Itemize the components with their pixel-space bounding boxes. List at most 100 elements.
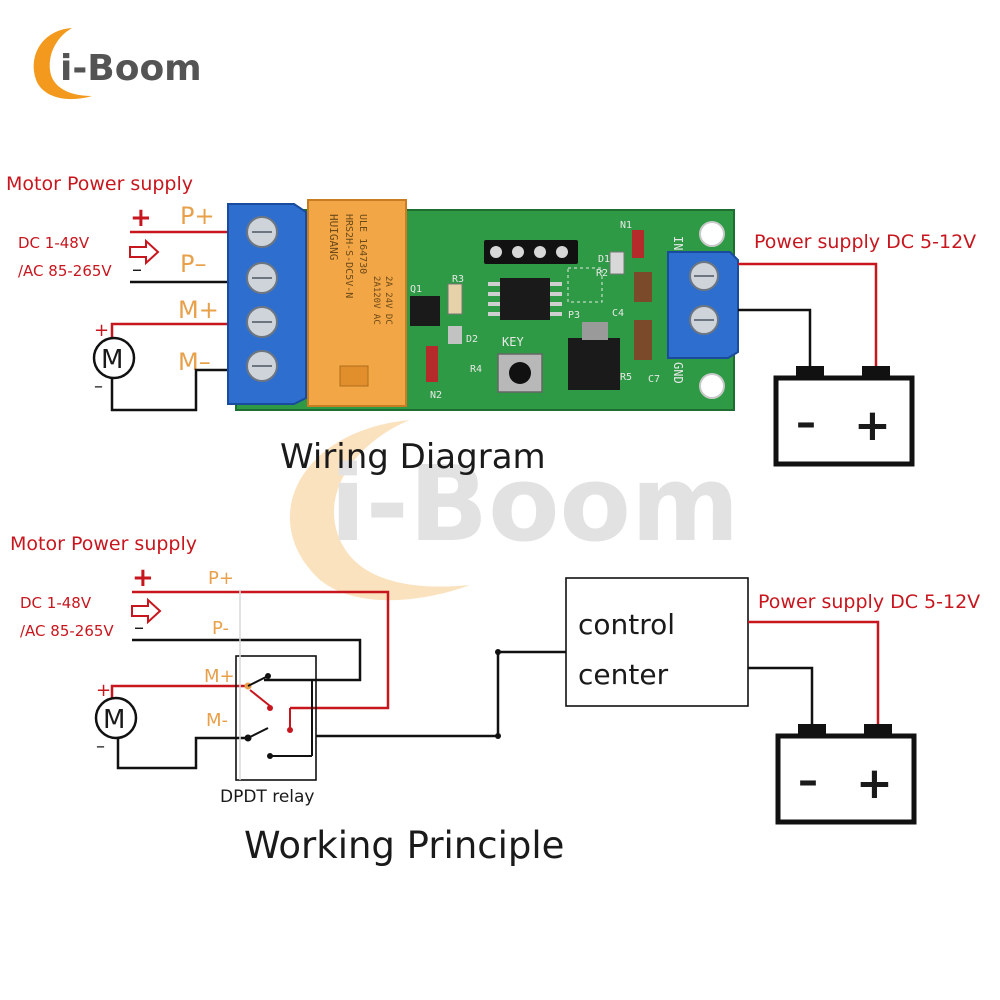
- relay-component: HUIGANG HRS2H-S-DC5V-N ULE 164730 2A120V…: [307, 199, 407, 407]
- direction-arrow-icon: [131, 597, 162, 625]
- p-minus-wire-2: [132, 638, 362, 682]
- mount-hole-icon: [699, 221, 725, 247]
- voltage-regulator: [568, 322, 620, 390]
- battery-plus: +: [854, 400, 891, 451]
- battery-minus-2: –: [798, 758, 818, 804]
- gnd-label: GND: [671, 362, 685, 384]
- motor-icon: M: [92, 336, 136, 380]
- p-plus-wire-2: [132, 590, 390, 710]
- working-principle-section: Motor Power supply + P+ DC 1-48V /AC 85-…: [10, 533, 980, 867]
- relay-text-line4: 2A120V AC: [371, 276, 381, 325]
- part-label: Q1: [410, 284, 422, 295]
- capacitor: [634, 320, 652, 360]
- dc-label: DC 1-48V: [18, 234, 90, 252]
- ac-label-2: /AC 85-265V: [20, 622, 114, 640]
- motor-terminal-block: [227, 203, 307, 405]
- terminal-p-minus: P–: [180, 250, 206, 278]
- screw-icon: [689, 305, 719, 335]
- battery-minus: –: [796, 400, 816, 446]
- part-label: R2: [596, 268, 608, 279]
- direction-arrow-icon: [129, 238, 160, 266]
- m-minus-wire: [110, 368, 240, 412]
- led-d1: [609, 251, 625, 275]
- part-label: R4: [470, 364, 482, 375]
- ac-label: /AC 85-265V: [18, 262, 112, 280]
- wiring-section: Motor Power supply + P+ DC 1-48V /AC 85-…: [6, 173, 976, 477]
- led-d2: [448, 326, 462, 344]
- motor-minus: –: [94, 376, 103, 397]
- relay-text-line1: HUIGANG: [327, 214, 340, 260]
- watermark: i-Boom: [289, 420, 739, 601]
- part-label: N1: [620, 220, 632, 231]
- battery-icon: [773, 366, 915, 467]
- part-label: P3: [568, 310, 580, 321]
- screw-icon: [246, 262, 278, 294]
- transistor-q1: [410, 296, 440, 326]
- m-plus-wire: [110, 322, 240, 340]
- capacitor-c4: [634, 272, 652, 302]
- motor-plus-2: +: [96, 680, 111, 701]
- logo-text: i-Boom: [60, 48, 202, 89]
- part-label: D2: [466, 334, 478, 345]
- diode: [426, 346, 438, 382]
- part-label: R5: [620, 372, 632, 383]
- working-principle-title: Working Principle: [244, 824, 564, 867]
- terminal-m-plus: M+: [178, 296, 219, 324]
- logo-crescent-icon: [33, 28, 92, 100]
- motor-minus-2: –: [96, 736, 105, 757]
- motor-supply-label-2: Motor Power supply: [10, 533, 197, 555]
- relay-text-line2: HRS2H-S-DC5V-N: [343, 214, 354, 298]
- key-button-icon: [497, 353, 543, 393]
- power-negative-wire-2: [748, 666, 814, 730]
- plus-sign: +: [130, 203, 152, 233]
- motor-icon: M: [94, 696, 138, 740]
- diode-n1: [632, 230, 644, 258]
- motor-symbol-2: M: [103, 705, 125, 735]
- relay-text-line3: ULE 164730: [357, 214, 368, 274]
- screw-icon: [246, 350, 278, 382]
- mount-hole-icon: [699, 373, 725, 399]
- m-plus-wire-2: [110, 684, 246, 700]
- control-signal-wire: [316, 650, 566, 738]
- power-supply-label: Power supply DC 5-12V: [754, 231, 976, 253]
- p3-pads: [567, 267, 603, 303]
- power-terminal-block: [667, 251, 739, 359]
- power-supply-label-2: Power supply DC 5-12V: [758, 591, 980, 613]
- relay-module-board: HUIGANG HRS2H-S-DC5V-N ULE 164730 2A120V…: [227, 199, 739, 411]
- relay-text-line5: 2A 24V DC: [383, 276, 393, 325]
- part-label: C7: [648, 374, 660, 385]
- motor-symbol: M: [101, 345, 123, 375]
- dpdt-relay-symbol: [235, 590, 317, 781]
- part-label: C4: [612, 308, 624, 319]
- screw-icon: [246, 216, 278, 248]
- motor-supply-label: Motor Power supply: [6, 173, 193, 195]
- wiring-diagram-title: Wiring Diagram: [280, 437, 546, 477]
- power-positive-wire: [738, 262, 878, 372]
- minus-sign: –: [132, 257, 142, 281]
- terminal-m-minus: M–: [178, 348, 211, 376]
- dpdt-relay-label: DPDT relay: [220, 787, 315, 807]
- brand-logo: i-Boom: [33, 28, 202, 100]
- watermark-text: i-Boom: [330, 443, 739, 565]
- motor-plus: +: [94, 320, 109, 341]
- key-label: KEY: [502, 335, 524, 349]
- terminal-m-minus-2: M-: [206, 710, 228, 731]
- part-label: D1: [598, 254, 610, 265]
- resistor: [447, 283, 463, 315]
- power-positive-wire-2: [748, 620, 880, 730]
- screw-icon: [689, 261, 719, 291]
- minus-sign-2: –: [134, 615, 144, 639]
- battery-plus-2: +: [856, 758, 893, 809]
- ic-chip: [488, 278, 562, 320]
- terminal-m-plus-2: M+: [204, 666, 235, 687]
- header-pins: [484, 240, 578, 264]
- part-label: R3: [452, 274, 464, 285]
- plus-sign-2: +: [132, 563, 154, 593]
- battery-icon: [775, 724, 917, 825]
- in-label: IN: [671, 236, 685, 250]
- terminal-p-minus-2: P-: [212, 618, 229, 639]
- dc-label-2: DC 1-48V: [20, 594, 92, 612]
- junction-dot: [495, 649, 501, 655]
- screw-icon: [246, 306, 278, 338]
